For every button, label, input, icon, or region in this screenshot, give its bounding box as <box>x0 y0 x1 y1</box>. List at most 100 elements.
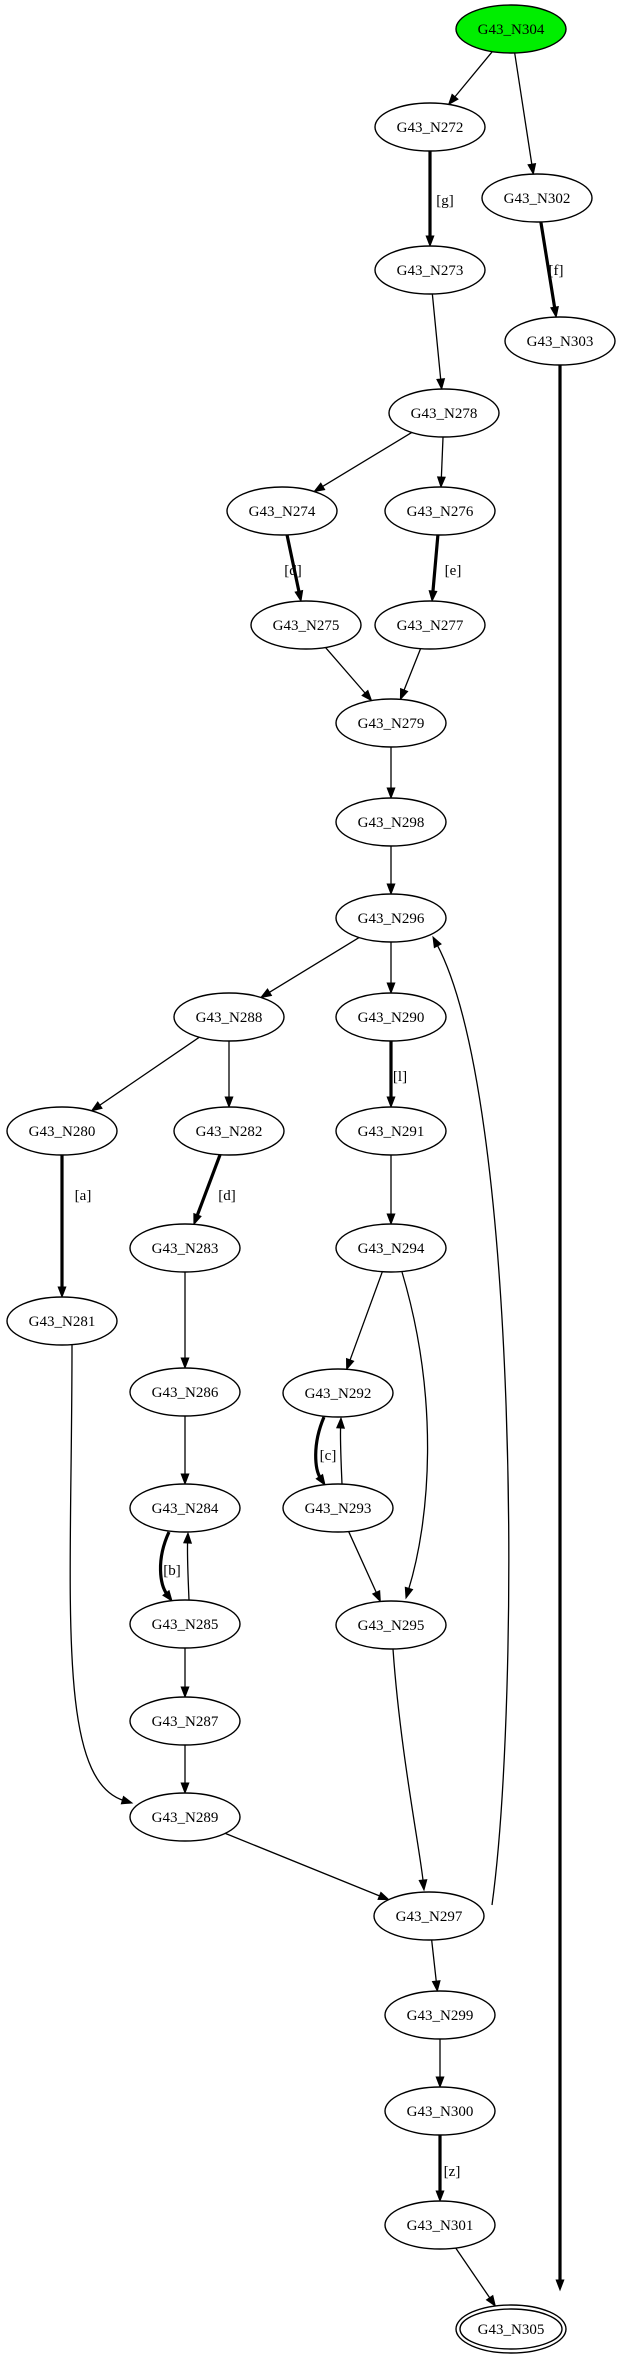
node-g43_n276[interactable]: G43_N276 <box>384 486 496 536</box>
arrowhead-icon <box>431 1980 441 1993</box>
node-ellipse <box>173 1106 285 1156</box>
node-g43_n302[interactable]: G43_N302 <box>481 173 593 223</box>
node-g43_n272[interactable]: G43_N272 <box>374 102 486 152</box>
edge-line <box>314 1416 326 1480</box>
edge-g43_n294-to-g43_n295 <box>401 1271 429 1600</box>
node-g43_n274[interactable]: G43_N274 <box>226 486 338 536</box>
node-ellipse <box>226 486 338 536</box>
node-g43_n291[interactable]: G43_N291 <box>335 1106 447 1156</box>
node-g43_n285[interactable]: G43_N285 <box>129 1599 241 1649</box>
edge-line <box>440 436 444 480</box>
node-g43_n303[interactable]: G43_N303 <box>504 316 616 366</box>
edge-line <box>339 1425 343 1485</box>
arrowhead-icon <box>180 1686 190 1699</box>
edge-line <box>539 221 557 310</box>
node-ellipse <box>335 992 447 1042</box>
node-g43_n281[interactable]: G43_N281 <box>6 1296 118 1346</box>
node-ellipse <box>6 1106 118 1156</box>
node-ellipse <box>388 388 500 438</box>
node-label: G43_N282 <box>196 1124 263 1140</box>
node-g43_n282[interactable]: G43_N282 <box>173 1106 285 1156</box>
node-g43_n292[interactable]: G43_N292 <box>282 1368 394 1418</box>
arrowhead-icon <box>386 1213 396 1226</box>
node-g43_n289[interactable]: G43_N289 <box>129 1792 241 1842</box>
edge-g43_n299-to-g43_n300 <box>435 2039 445 2089</box>
edge-label-text: [c] <box>320 1448 337 1464</box>
arrowhead-icon <box>180 1357 190 1370</box>
node-g43_n283[interactable]: G43_N283 <box>129 1223 241 1273</box>
edge-line <box>431 1939 438 1984</box>
node-g43_n288[interactable]: G43_N288 <box>173 992 285 1042</box>
edge-g43_n288-to-g43_n280 <box>90 1036 200 1112</box>
node-label: G43_N304 <box>478 22 545 38</box>
node-g43_n304[interactable]: G43_N304 <box>455 4 567 54</box>
edge-g43_n283-to-g43_n286 <box>180 1271 190 1370</box>
node-g43_n278[interactable]: G43_N278 <box>388 388 500 438</box>
node-g43_n296[interactable]: G43_N296 <box>335 893 447 943</box>
node-g43_n293[interactable]: G43_N293 <box>282 1483 394 1533</box>
arrowhead-icon <box>315 1473 326 1487</box>
node-g43_n294[interactable]: G43_N294 <box>335 1223 447 1273</box>
arrowhead-icon <box>432 935 442 949</box>
arrowhead-icon <box>120 1795 134 1805</box>
arrowhead-icon <box>346 1357 355 1371</box>
arrowhead-icon <box>371 1590 381 1603</box>
edge-g43_n278-to-g43_n274 <box>312 431 413 493</box>
node-g43_n297[interactable]: G43_N297 <box>373 1891 485 1941</box>
edge-g43_n278-to-g43_n276 <box>436 436 446 489</box>
node-g43_n279[interactable]: G43_N279 <box>335 698 447 748</box>
node-ellipse <box>373 1891 485 1941</box>
node-g43_n277[interactable]: G43_N277 <box>374 600 486 650</box>
node-ellipse <box>335 893 447 943</box>
arrowhead-icon <box>90 1101 103 1112</box>
edge-line <box>285 534 301 594</box>
node-g43_n305[interactable]: G43_N305 <box>455 2304 567 2354</box>
node-label: G43_N275 <box>273 618 340 634</box>
node-g43_n298[interactable]: G43_N298 <box>335 797 447 847</box>
arrowhead-icon <box>550 305 559 319</box>
node-g43_n295[interactable]: G43_N295 <box>335 1600 447 1650</box>
node-g43_n290[interactable]: G43_N290 <box>335 992 447 1042</box>
edge-g43_n300-to-g43_n301 <box>435 2135 445 2203</box>
node-ellipse <box>173 992 285 1042</box>
edge-g43_n294-to-g43_n292 <box>346 1271 383 1371</box>
edge-label-text: [a] <box>75 1188 92 1204</box>
node-label: G43_N301 <box>407 2218 474 2234</box>
node-g43_n284[interactable]: G43_N284 <box>129 1483 241 1533</box>
edge-line <box>431 534 440 594</box>
node-ellipse <box>129 1792 241 1842</box>
arrowhead-icon <box>336 1416 346 1429</box>
node-g43_n301[interactable]: G43_N301 <box>384 2200 496 2250</box>
edge-g43_n285-to-g43_n287 <box>180 1647 190 1699</box>
arrowhead-icon <box>312 482 326 493</box>
edge-line <box>348 1531 378 1595</box>
edge-line <box>402 648 422 693</box>
arrowhead-icon <box>399 687 409 701</box>
edge-g43_n297-to-g43_n299 <box>431 1939 441 1993</box>
edge-g43_n285-to-g43_n284 <box>183 1531 193 1601</box>
node-ellipse <box>374 102 486 152</box>
edge-g43_n274-to-g43_n275 <box>285 534 304 603</box>
node-g43_n300[interactable]: G43_N300 <box>384 2086 496 2136</box>
edge-g43_n287-to-g43_n289 <box>180 1744 190 1795</box>
arrowhead-icon <box>435 2190 445 2203</box>
node-g43_n287[interactable]: G43_N287 <box>129 1696 241 1746</box>
node-label: G43_N274 <box>249 504 316 520</box>
node-ellipse <box>335 1600 447 1650</box>
arrowhead-icon <box>386 787 396 800</box>
edge-label-text: [d] <box>218 1188 236 1204</box>
node-g43_n280[interactable]: G43_N280 <box>6 1106 118 1156</box>
node-ellipse <box>129 1367 241 1417</box>
node-g43_n299[interactable]: G43_N299 <box>384 1990 496 2040</box>
edge-line <box>225 1832 382 1898</box>
node-label: G43_N298 <box>358 815 425 831</box>
arrowhead-icon <box>180 1473 190 1486</box>
node-g43_n286[interactable]: G43_N286 <box>129 1367 241 1417</box>
edge-g43_n286-to-g43_n284 <box>180 1415 190 1486</box>
node-g43_n275[interactable]: G43_N275 <box>250 600 362 650</box>
node-ellipse <box>504 316 616 366</box>
node-ellipse <box>129 1483 241 1533</box>
edge-g43_n301-to-g43_n305 <box>455 2247 497 2308</box>
node-label: G43_N283 <box>152 1241 219 1257</box>
node-g43_n273[interactable]: G43_N273 <box>374 245 486 295</box>
